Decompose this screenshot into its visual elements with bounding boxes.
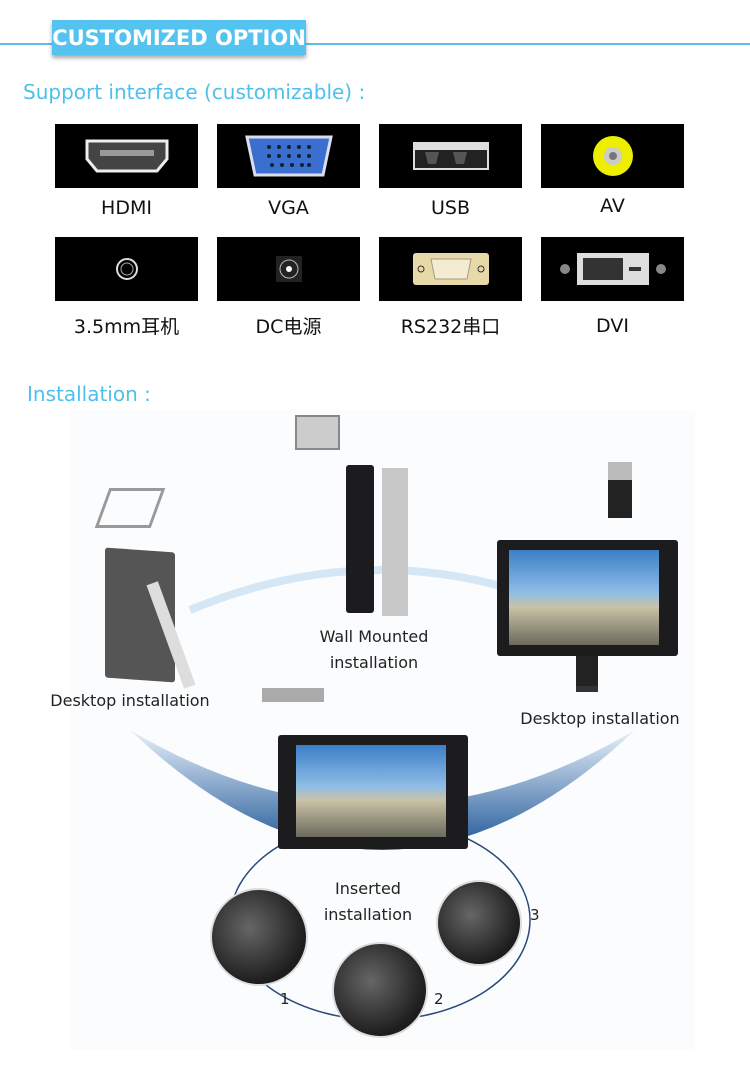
interface-label: 3.5mm耳机 (73, 316, 180, 338)
interface-label: RS232串口 (400, 316, 501, 338)
interface-label: HDMI (101, 197, 152, 219)
rs232-port-icon (379, 237, 522, 301)
dc-power-icon (217, 237, 360, 301)
stand-icon (608, 462, 632, 518)
installation-heading: Installation : (27, 382, 151, 406)
usb-port-icon (379, 124, 522, 188)
hdmi-port-icon (55, 124, 198, 188)
desktop-left-label: Desktop installation (50, 691, 210, 710)
dvi-port-icon (541, 237, 684, 301)
monitor-stand (576, 656, 598, 692)
interface-label: AV (600, 195, 625, 217)
detail-circle-1 (210, 888, 308, 986)
step-number: 2 (434, 990, 444, 1008)
section-banner: CUSTOMIZED OPTION (52, 20, 306, 55)
step-number: 3 (530, 906, 540, 924)
inserted-label-line2: installation (323, 905, 413, 924)
inserted-label-line1: Inserted (335, 879, 401, 898)
interface-label: DC电源 (255, 316, 322, 338)
wall-bracket-icon (295, 415, 340, 450)
wall-label-line2: installation (329, 653, 419, 672)
detail-circle-2 (332, 942, 428, 1038)
vga-port-icon (217, 124, 360, 188)
monitor-desktop-right (497, 540, 678, 656)
av-port-icon (541, 124, 684, 188)
wall-plate (382, 468, 408, 616)
interfaces-heading: Support interface (customizable) : (23, 80, 366, 104)
wall-label-line1: Wall Mounted (319, 627, 429, 646)
installation-diagram: Desktop installation Wall Mounted instal… (50, 410, 695, 1050)
desktop-right-label: Desktop installation (520, 709, 680, 728)
interface-label: DVI (596, 315, 629, 337)
detail-circle-3 (436, 880, 522, 966)
monitor-wall (346, 465, 374, 613)
mount-clip-icon (262, 688, 324, 702)
interface-label: USB (430, 197, 470, 219)
interface-label: VGA (268, 197, 309, 219)
monitor-inserted (278, 735, 468, 849)
header-divider (0, 43, 750, 45)
step-number: 1 (280, 990, 290, 1008)
audio-jack-icon (55, 237, 198, 301)
